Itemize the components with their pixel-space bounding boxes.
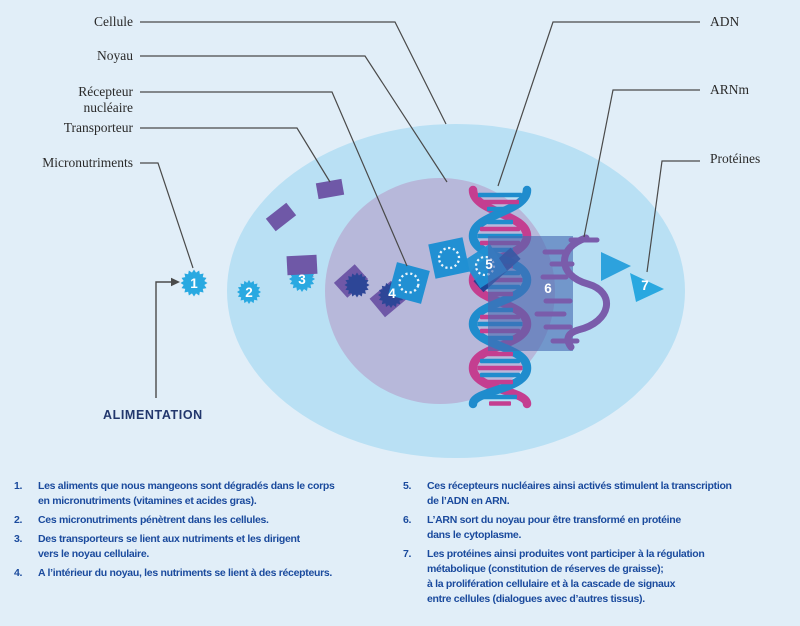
legend-item-number: 2. [14, 514, 23, 526]
marker-1: 1 [190, 276, 198, 291]
label-noyau: Noyau [97, 48, 133, 63]
marker-2: 2 [245, 285, 253, 300]
legend-item-2: 2. Ces micronutriments pénètrent dans le… [14, 513, 396, 528]
legend-item-number: 6. [403, 514, 412, 526]
transporter-shape [265, 202, 297, 232]
legend-item-text: L’ARN sort du noyau pour être transformé… [427, 514, 681, 541]
callout-lines [140, 21, 700, 398]
legend-item-5: 5. Ces récepteurs nucléaires ainsi activ… [403, 479, 789, 509]
adn-line [497, 21, 700, 187]
legend-item-text: A l’intérieur du noyau, les nutriments s… [38, 567, 333, 579]
marker-6: 6 [544, 281, 552, 296]
legend-item-text: Les aliments que nous mangeons sont dégr… [38, 480, 335, 507]
label-alimentation: ALIMENTATION [103, 408, 203, 422]
legend-item-text: Les protéines ainsi produites vont parti… [427, 548, 705, 605]
protein-shape [601, 252, 631, 281]
legend-item-number: 5. [403, 480, 412, 492]
label-recepteur-nucleaire: Récepteur nucléaire [78, 84, 133, 115]
legend-left-column: 1. Les aliments que nous mangeons sont d… [14, 479, 396, 585]
cellule-line [140, 21, 447, 125]
marker-4: 4 [388, 286, 396, 301]
legend-item-number: 7. [403, 548, 412, 560]
nuclear-receptor-shape [428, 237, 470, 279]
label-arnm: ARNm [710, 82, 750, 97]
label-cellule: Cellule [94, 14, 133, 29]
transporter-shape [315, 178, 345, 200]
legend-item-text: Ces récepteurs nucléaires ainsi activés … [427, 480, 732, 507]
mrna-strand [534, 234, 610, 351]
proteines-line [646, 160, 700, 273]
legend-right-column: 5. Ces récepteurs nucléaires ainsi activ… [403, 479, 789, 611]
label-transporteur: Transporteur [63, 120, 133, 135]
legend-item-6: 6. L’ARN sort du noyau pour être transfo… [403, 513, 789, 543]
alimentation-arrow-line [155, 281, 171, 398]
legend-item-3: 3. Des transporteurs se lient aux nutrim… [14, 532, 396, 562]
legend-item-number: 4. [14, 567, 23, 579]
micronutriments-line [140, 162, 194, 269]
arnm-line [583, 89, 700, 238]
micronutrient-shape [180, 269, 208, 297]
marker-5: 5 [485, 257, 493, 272]
noyau-line [140, 55, 448, 183]
micronutrient-shape [237, 280, 261, 304]
recepteur-line [140, 91, 408, 267]
protein-shape [630, 273, 664, 302]
legend-item-text: Des transporteurs se lient aux nutriment… [38, 533, 300, 560]
legend-item-number: 3. [14, 533, 23, 545]
alimentation-arrowhead [171, 277, 180, 287]
legend-item-number: 1. [14, 480, 23, 492]
transporter-micronutrient-complex [333, 264, 370, 298]
legend-item-7: 7. Les protéines ainsi produites vont pa… [403, 547, 789, 607]
transporter-micronutrient-complex [286, 254, 318, 292]
legend-item-1: 1. Les aliments que nous mangeons sont d… [14, 479, 396, 509]
transcription-zone [488, 236, 573, 351]
legend-item-4: 4. A l’intérieur du noyau, les nutriment… [14, 566, 396, 581]
marker-3: 3 [298, 272, 306, 287]
label-adn: ADN [710, 14, 740, 29]
marker-7: 7 [641, 278, 649, 293]
cell-diagram: 1 2 3 4 5 6 7 [140, 21, 700, 458]
label-proteines: Protéines [710, 151, 761, 166]
label-micronutriments: Micronutriments [42, 155, 133, 170]
nutrient-receptor-binding [369, 262, 430, 318]
legend-item-text: Ces micronutriments pénètrent dans les c… [38, 514, 269, 526]
transporteur-line [140, 127, 331, 183]
